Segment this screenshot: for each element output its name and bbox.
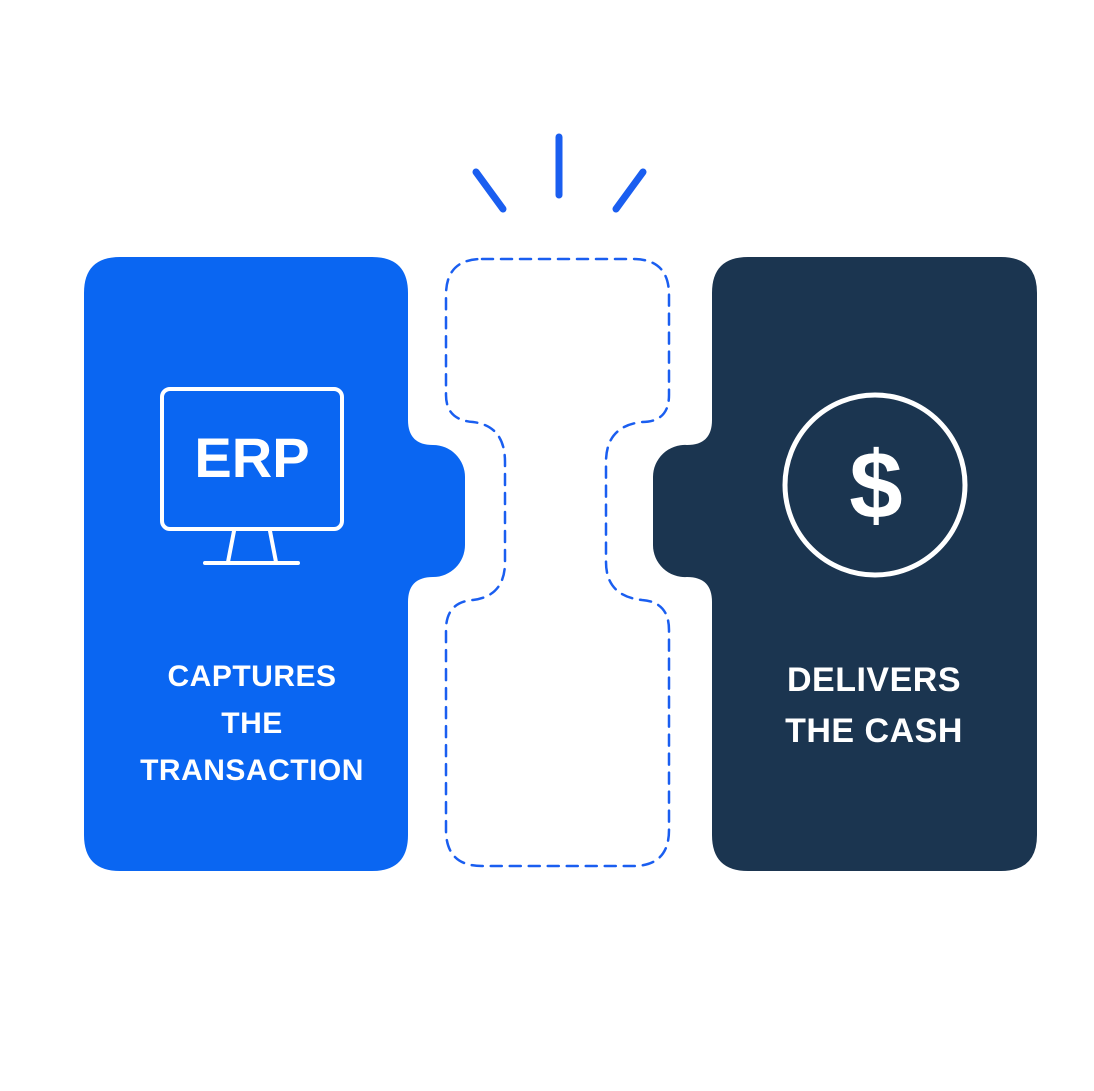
monitor-screen [160,387,344,531]
monitor-stand-right [268,529,278,564]
spark-line-left [472,168,507,213]
coin-symbol: $ [849,432,902,539]
computer-monitor-icon [160,387,344,565]
coin-outline [782,392,968,578]
monitor-stand-left [226,529,236,564]
right-card-label-line-2: THE CASH [785,712,963,750]
monitor-screen-text: ERP [194,426,309,489]
left-card-label-line-3: TRANSACTION [140,754,364,787]
missing-piece-outline [444,257,671,868]
dollar-coin-icon: $ [782,392,968,578]
left-card-label-line-1: CAPTURES [167,660,336,693]
left-card-label-line-2: THE [221,707,283,740]
right-card [652,257,1037,871]
spark-lines-icon [472,133,647,213]
spark-line-right [612,168,647,213]
right-card-label-line-1: DELIVERS [787,661,961,699]
